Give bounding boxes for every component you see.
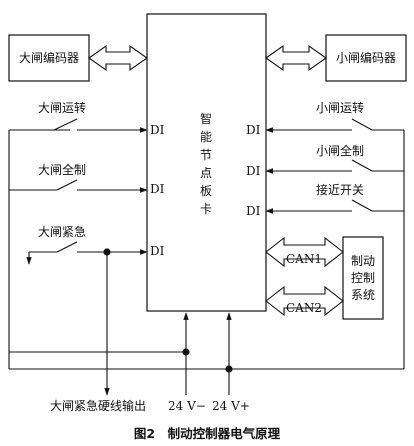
small-encoder-label: 小闸编码器 — [336, 50, 396, 65]
large-full-label: 大闸全制 — [38, 162, 86, 177]
node-card-char-2: 能 — [200, 130, 212, 144]
v-plus-label: 24 V+ — [212, 399, 250, 413]
di-label-left-2: DI — [150, 182, 165, 196]
di-label-left-3: DI — [150, 244, 165, 258]
large-run-label: 大闸运转 — [38, 100, 86, 115]
di-label-right-2: DI — [246, 164, 261, 178]
small-run-label: 小闸运转 — [316, 100, 364, 115]
v-minus-junction-dot — [182, 348, 190, 356]
di-label-right-3: DI — [246, 204, 261, 218]
can2-bus-arrow — [265, 285, 344, 317]
left-wiring — [8, 118, 148, 396]
node-card-char-4: 点 — [200, 166, 212, 180]
node-card-char-3: 节 — [200, 148, 212, 162]
small-full-label: 小闸全制 — [316, 143, 364, 158]
node-card-box — [146, 13, 267, 312]
di-label-left-1: DI — [150, 123, 165, 137]
small-encoder-bus-arrow — [265, 44, 327, 72]
can1-bus-arrow — [265, 236, 344, 268]
large-encoder-box — [8, 34, 90, 82]
di-label-right-1: DI — [246, 123, 261, 137]
large-encoder-label: 大闸编码器 — [19, 50, 79, 65]
can2-label: CAN2 — [286, 301, 322, 315]
emergency-junction-dot — [103, 248, 111, 256]
control-system-line-3: 系统 — [351, 288, 375, 302]
control-system-line-1: 制动 — [351, 254, 375, 268]
control-system-line-2: 控制 — [351, 271, 375, 285]
right-wiring — [265, 118, 405, 369]
small-encoder-box — [325, 34, 407, 82]
can1-label: CAN1 — [286, 252, 322, 266]
large-emergency-label: 大闸紧急 — [38, 224, 86, 239]
proximity-switch-label: 接近开关 — [316, 182, 364, 197]
control-system-box — [342, 236, 384, 320]
figure-caption: 图2 制动控制器电气原理 — [134, 426, 281, 441]
node-card-char-5: 板 — [200, 184, 212, 198]
power-wiring — [9, 312, 404, 395]
emergency-output-label: 大闸紧急硬线输出 — [50, 398, 146, 413]
node-card-char-1: 智 — [200, 111, 212, 126]
large-encoder-bus-arrow — [88, 44, 148, 72]
v-plus-junction-dot — [225, 365, 233, 373]
node-card-char-6: 卡 — [200, 202, 212, 216]
v-minus-label: 24 V− — [168, 399, 206, 413]
